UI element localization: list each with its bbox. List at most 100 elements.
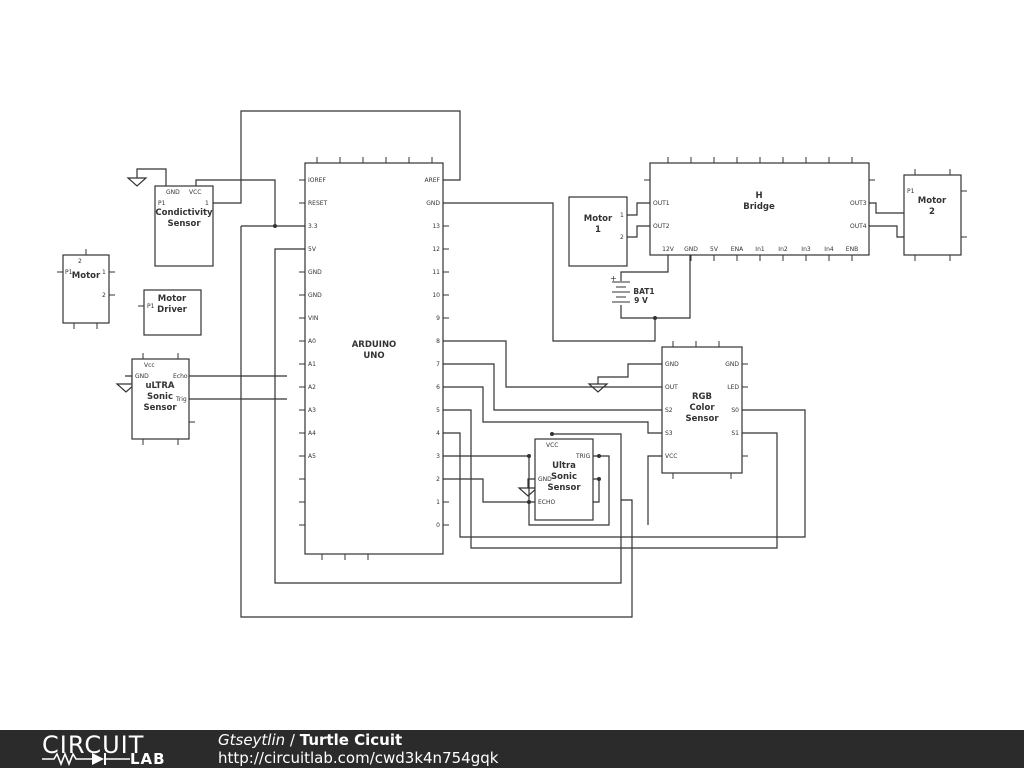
hbridge-name-1: H (755, 191, 762, 201)
arduino-pin-a2: A2 (308, 384, 316, 391)
ultra-mid-pin-echo: ECHO (538, 499, 555, 506)
cond-pin-1: 1 (205, 200, 209, 207)
circuit-url[interactable]: http://circuitlab.com/cwd3k4n754gqk (218, 749, 499, 767)
title-separator: / (285, 731, 300, 749)
ultra-left-pin-vcc: Vcc (144, 362, 155, 369)
rgb-pin-left-vcc: VCC (665, 453, 677, 460)
motor2-body (903, 174, 962, 256)
hbridge-pin-12v: 12V (662, 246, 675, 253)
hbridge-top-pins (644, 157, 875, 181)
ultra-mid-pin-gnd: GND (538, 476, 552, 483)
conductivity-body (154, 185, 214, 267)
rgb-pin-right-s0: S0 (731, 407, 739, 414)
ultra-left-name-3: Sensor (143, 403, 177, 413)
arduino-pin-9: 9 (436, 315, 440, 322)
arduino-pin-5v: 5V (308, 246, 317, 253)
arduino-pin-8: 8 (436, 338, 440, 345)
arduino-pin-gnd: GND (308, 269, 322, 276)
motor1-name-1: Motor (584, 214, 613, 224)
ultrasonic-sensor-left[interactable]: Vcc GND Echo Trig uLTRA Sonic Sensor (131, 353, 195, 445)
circuitlab-logo[interactable]: CIRCUIT LAB (42, 730, 182, 768)
motor-left-name: Motor (72, 271, 101, 281)
arduino-pin-a5: A5 (308, 453, 316, 460)
junction-gnd (653, 316, 657, 320)
wire-pin7-s2 (443, 363, 662, 411)
arduino-pin-3: 3 (436, 453, 440, 460)
battery-plus: + (610, 274, 617, 283)
ultrasonic-mid-body (534, 438, 594, 521)
wire-pin6-s3 (443, 386, 662, 434)
cond-pin-gnd: GND (166, 189, 180, 196)
motor-1[interactable]: 1 2 Motor 1 (568, 196, 628, 267)
ultrasonic-sensor-mid[interactable]: VCC TRIG GND ECHO Ultra Sonic Sensor (534, 438, 594, 521)
conductivity-sensor[interactable]: GND VCC P1 1 Condictivity Sensor (154, 185, 214, 267)
ultra-left-name-1: uLTRA (146, 381, 175, 391)
cond-name-2: Sensor (167, 219, 201, 229)
arduino-pin-a1: A1 (308, 361, 316, 368)
wire-rgb-gnd (597, 363, 662, 384)
arduino-pin-vin: VIN (308, 315, 318, 322)
ultra-left-name-2: Sonic (147, 392, 173, 402)
wire-pin8-out (443, 340, 662, 388)
arduino-top-pins (316, 157, 433, 560)
motor-2[interactable]: P1 Motor 2 (903, 169, 967, 261)
hbridge-pin-out1: OUT1 (653, 200, 670, 207)
rgb-pin-right-s1: S1 (731, 430, 739, 437)
arduino-pin-4: 4 (436, 430, 440, 437)
arduino-pin-gnd: GND (308, 292, 322, 299)
ground-symbol-rgb (587, 383, 609, 393)
arduino-pin-gnd: GND (426, 200, 440, 207)
rgb-pin-left-gnd: GND (665, 361, 679, 368)
battery-value: 9 V (634, 296, 648, 305)
motor-driver[interactable]: P1 Motor Driver (138, 289, 202, 336)
ultra-left-pin-trig: Trig (175, 396, 187, 403)
rgb-pin-right-led: LED (727, 384, 739, 391)
rgb-top-pins (672, 341, 720, 347)
wire-mid-gnd (527, 478, 535, 488)
battery-bat1[interactable]: + BAT1 9 V (610, 274, 655, 305)
arduino-pin-10: 10 (432, 292, 440, 299)
arduino-pin-7: 7 (436, 361, 440, 368)
ultra-left-pin-echo: Echo (173, 373, 188, 380)
motor-left[interactable]: 2 P1 1 2 Motor (57, 249, 115, 329)
rgb-body (661, 346, 743, 474)
hbridge-pin-out4: OUT4 (850, 223, 867, 230)
arduino-pin-ioref: IOREF (308, 177, 326, 184)
battery-name: BAT1 (633, 287, 654, 296)
motor-left-pin-top: 2 (78, 258, 82, 265)
motor-driver-name-1: Motor (158, 294, 187, 304)
motor-left-pin-p1: P1 (65, 269, 73, 276)
junction-right-top (597, 454, 601, 458)
junction-echo (527, 500, 531, 504)
rgb-name-2: Color (689, 403, 715, 413)
hbridge-name-2: Bridge (743, 202, 775, 212)
wire-5v-rail (274, 248, 622, 584)
footer-bar: CIRCUIT LAB Gtseytlin / Turtle Cicuit ht… (0, 730, 1024, 768)
author-name[interactable]: Gtseytlin (218, 731, 286, 749)
rgb-pin-left-s2: S2 (665, 407, 673, 414)
wire-cond-aref (213, 110, 461, 204)
wire-m1-out2 (627, 225, 650, 238)
junction-right (597, 477, 601, 481)
motor-left-body (62, 254, 110, 324)
wire-m1-out1 (627, 202, 650, 216)
ground-symbol-cond (126, 177, 148, 187)
ultra-mid-name-3: Sensor (547, 483, 581, 493)
hbridge-pin-in4: In4 (824, 246, 834, 253)
hbridge-pin-5v: 5V (710, 246, 719, 253)
ultra-mid-name-2: Sonic (551, 472, 577, 482)
rgb-name-3: Sensor (685, 414, 719, 424)
wire-pin4-s0 (443, 409, 806, 538)
arduino-pin-reset: RESET (308, 200, 328, 207)
wires (136, 110, 904, 618)
ultrasonic-left-body (131, 358, 190, 440)
motor2-name-1: Motor (918, 196, 947, 206)
